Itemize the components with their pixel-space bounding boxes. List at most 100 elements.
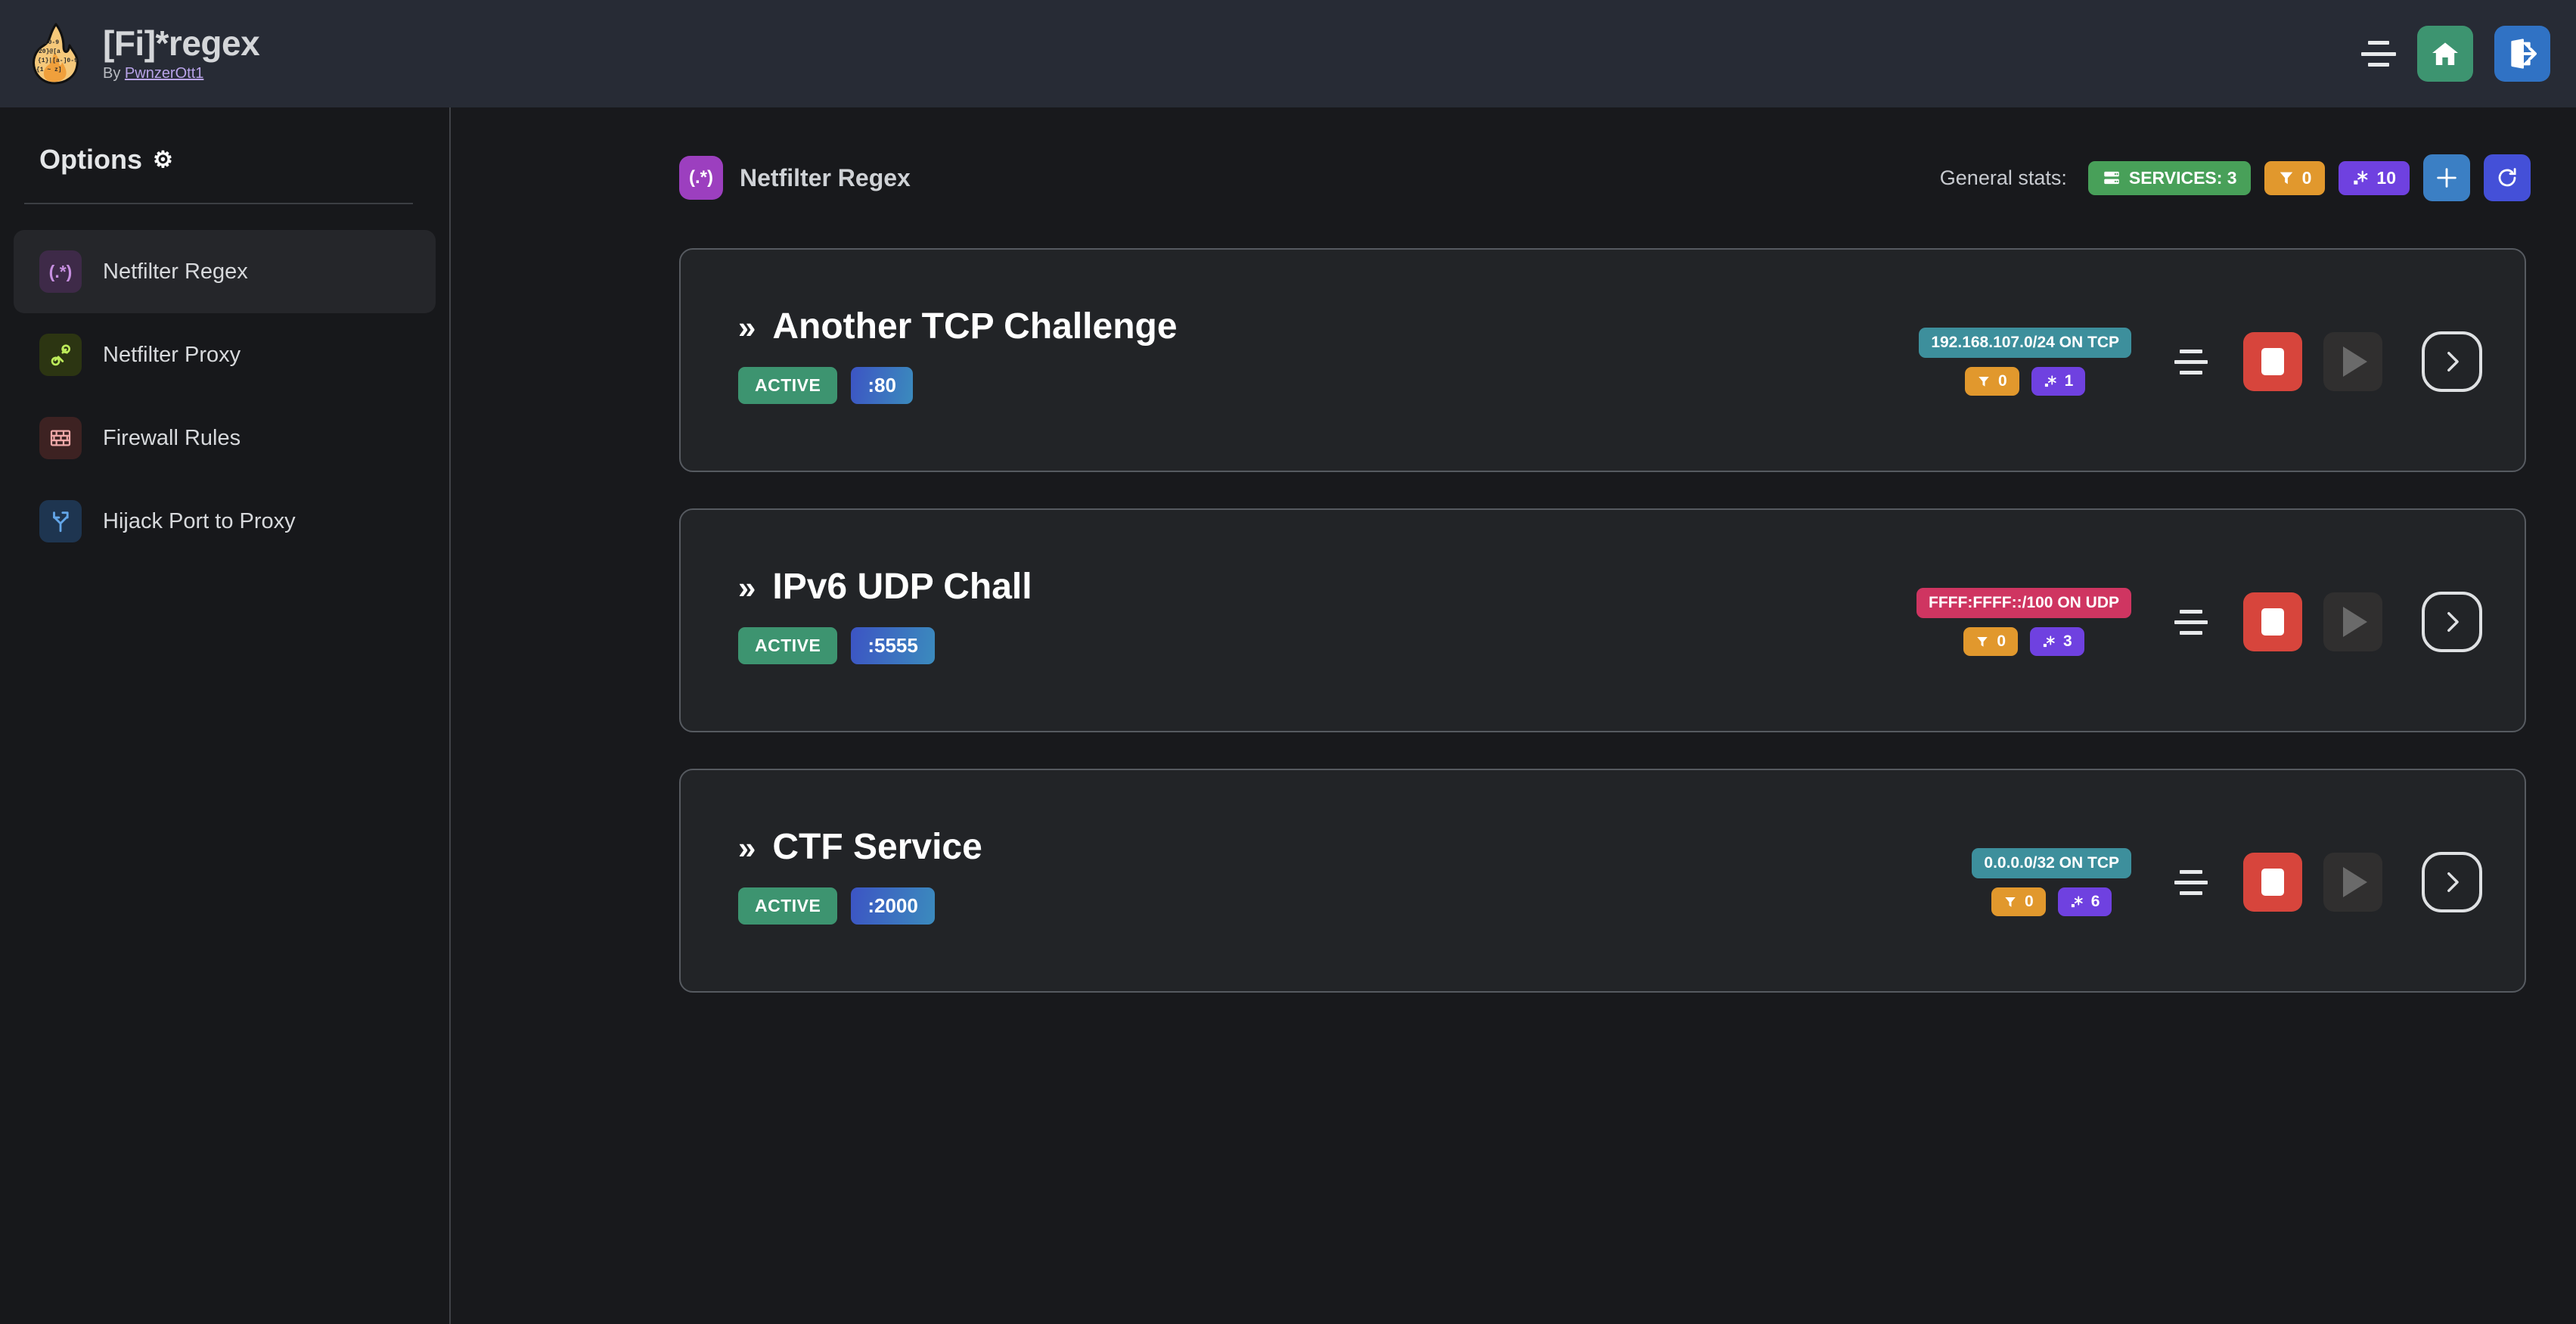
status-badge-filters: 0 xyxy=(1964,367,2019,396)
filter-icon xyxy=(2280,172,2292,185)
status-badge-regexes: 3 xyxy=(2030,627,2084,656)
double-chevron-icon: » xyxy=(738,570,756,605)
stop-button[interactable] xyxy=(2243,853,2302,912)
by-prefix: By xyxy=(103,64,125,82)
general-stats-label: General stats: xyxy=(1939,166,2067,189)
port-badge: :80 xyxy=(851,367,913,404)
home-button[interactable] xyxy=(2417,26,2473,82)
status-badge-services: SERVICES: 3 xyxy=(2087,160,2251,195)
open-service-button[interactable] xyxy=(2422,331,2482,392)
sidebar-item-label: Netfilter Regex xyxy=(103,259,248,284)
double-chevron-icon: » xyxy=(738,830,756,866)
network-badge: 192.168.107.0/24 ON TCP xyxy=(1919,328,2131,358)
hamburger-menu-icon[interactable] xyxy=(2361,41,2396,67)
drag-line xyxy=(2180,890,2202,895)
service-pills: ACTIVE :2000 xyxy=(738,887,982,925)
port-badge: :5555 xyxy=(851,627,935,664)
sidebar-item-netfilter-proxy[interactable]: Netfilter Proxy xyxy=(14,313,436,396)
sidebar-item-hijack-port-to-proxy[interactable]: Hijack Port to Proxy xyxy=(14,480,436,563)
app-author-line: By PwnzerOtt1 xyxy=(103,65,259,82)
app-header: -z0-9 20}@[a {1}|[a-]0-9] {1 ~ z] [Fi]*r… xyxy=(0,0,2576,107)
status-badge-filters: 0 xyxy=(2264,160,2326,195)
network-badge: 0.0.0.0/32 ON TCP xyxy=(1972,848,2131,878)
brand-text: [Fi]*regex By PwnzerOtt1 xyxy=(103,23,260,82)
filters-count: 0 xyxy=(1997,632,2006,650)
service-card[interactable]: » Another TCP Challenge ACTIVE :80 192.1… xyxy=(679,248,2526,472)
drag-line xyxy=(2180,349,2202,353)
sidebar-title: Options xyxy=(39,144,142,175)
sidebar-nav: (.*) Netfilter Regex Netfilter Proxy xyxy=(0,230,449,563)
general-stats: General stats: SERVICES: 3 0 xyxy=(1940,154,2531,201)
content-topbar: (.*) Netfilter Regex General stats: SERV… xyxy=(679,136,2531,219)
drag-handle-icon[interactable] xyxy=(2174,343,2208,381)
home-icon xyxy=(2432,42,2458,65)
stop-button[interactable] xyxy=(2243,332,2302,391)
status-badge-regexes: 1 xyxy=(2031,367,2086,396)
drag-handle-icon[interactable] xyxy=(2174,603,2208,641)
service-card-info: » IPv6 UDP Chall ACTIVE :5555 xyxy=(738,566,1032,664)
header-actions xyxy=(2361,26,2550,82)
page-title: (.*) Netfilter Regex xyxy=(679,156,911,200)
open-service-button[interactable] xyxy=(2422,592,2482,652)
sidebar-item-label: Netfilter Proxy xyxy=(103,342,241,367)
svg-text:{1}|[a-]0-9]: {1}|[a-]0-9] xyxy=(38,57,82,64)
stop-icon xyxy=(2261,869,2284,896)
flame-regex-logo: -z0-9 20}@[a {1}|[a-]0-9] {1 ~ z] xyxy=(33,23,82,85)
chevron-right-icon xyxy=(2447,872,2459,893)
sidebar-item-firewall-rules[interactable]: Firewall Rules xyxy=(14,396,436,480)
filter-icon xyxy=(1977,637,1988,647)
service-list: » Another TCP Challenge ACTIVE :80 192.1… xyxy=(679,248,2526,993)
sidebar-item-netfilter-regex[interactable]: (.*) Netfilter Regex xyxy=(14,230,436,313)
plug-icon xyxy=(39,334,82,376)
network-badge: FFFF:FFFF::/100 ON UDP xyxy=(1916,588,2131,618)
drag-line xyxy=(2180,869,2202,874)
drag-line xyxy=(2180,609,2202,614)
drag-handle-icon[interactable] xyxy=(2174,863,2208,901)
open-service-button[interactable] xyxy=(2422,852,2482,912)
plus-icon xyxy=(2437,168,2457,188)
regex-count: 10 xyxy=(2376,167,2396,188)
filters-count: 0 xyxy=(1997,372,2007,390)
service-card[interactable]: » IPv6 UDP Chall ACTIVE :5555 FFFF:FFFF:… xyxy=(679,508,2526,732)
add-service-button[interactable] xyxy=(2423,154,2470,201)
play-icon xyxy=(2343,867,2367,897)
stop-button[interactable] xyxy=(2243,592,2302,651)
service-card-actions: 0.0.0.0/32 ON TCP 0 6 xyxy=(1972,770,2482,994)
sidebar-item-label: Hijack Port to Proxy xyxy=(103,508,296,533)
status-badge-regexes: 6 xyxy=(2057,887,2112,916)
refresh-button[interactable] xyxy=(2484,154,2531,201)
play-button[interactable] xyxy=(2323,853,2382,912)
play-button[interactable] xyxy=(2323,332,2382,391)
page-title-text: Netfilter Regex xyxy=(740,163,911,191)
status-badge: ACTIVE xyxy=(738,887,838,925)
regex-icon: (.*) xyxy=(39,250,82,293)
port-badge: :2000 xyxy=(851,887,935,925)
filter-icon xyxy=(1979,377,1989,387)
regex-count: 3 xyxy=(2063,632,2072,650)
hamburger-line xyxy=(2361,51,2396,56)
fork-arrow-icon xyxy=(39,500,82,542)
service-card[interactable]: » CTF Service ACTIVE :2000 0.0.0.0/32 ON… xyxy=(679,769,2526,993)
service-network-block: 192.168.107.0/24 ON TCP 0 1 xyxy=(1919,328,2131,396)
app-title: [Fi]*regex xyxy=(103,23,260,64)
sidebar-title-row: Options ⚙ xyxy=(39,144,449,176)
service-counters: 0 1 xyxy=(1964,367,2086,396)
play-icon xyxy=(2343,347,2367,377)
service-card-actions: 192.168.107.0/24 ON TCP 0 1 xyxy=(1919,250,2482,474)
chevron-right-icon xyxy=(2447,611,2459,632)
service-counters: 0 6 xyxy=(1991,887,2112,916)
logout-button[interactable] xyxy=(2494,26,2550,82)
service-counters: 0 3 xyxy=(1963,627,2084,656)
service-network-block: FFFF:FFFF::/100 ON UDP 0 3 xyxy=(1916,588,2131,656)
service-card-actions: FFFF:FFFF::/100 ON UDP 0 3 xyxy=(1916,510,2482,734)
refresh-icon xyxy=(2498,168,2516,187)
regex-count-icon xyxy=(2044,375,2056,387)
svg-text:-z0-9: -z0-9 xyxy=(41,39,59,46)
status-badge: ACTIVE xyxy=(738,627,838,664)
service-name: Another TCP Challenge xyxy=(772,306,1178,347)
service-name: IPv6 UDP Chall xyxy=(772,567,1032,607)
author-link[interactable]: PwnzerOtt1 xyxy=(124,64,204,82)
regex-count-icon xyxy=(2043,636,2055,648)
svg-text:{1 ~ z]: {1 ~ z] xyxy=(36,67,62,73)
play-button[interactable] xyxy=(2323,592,2382,651)
